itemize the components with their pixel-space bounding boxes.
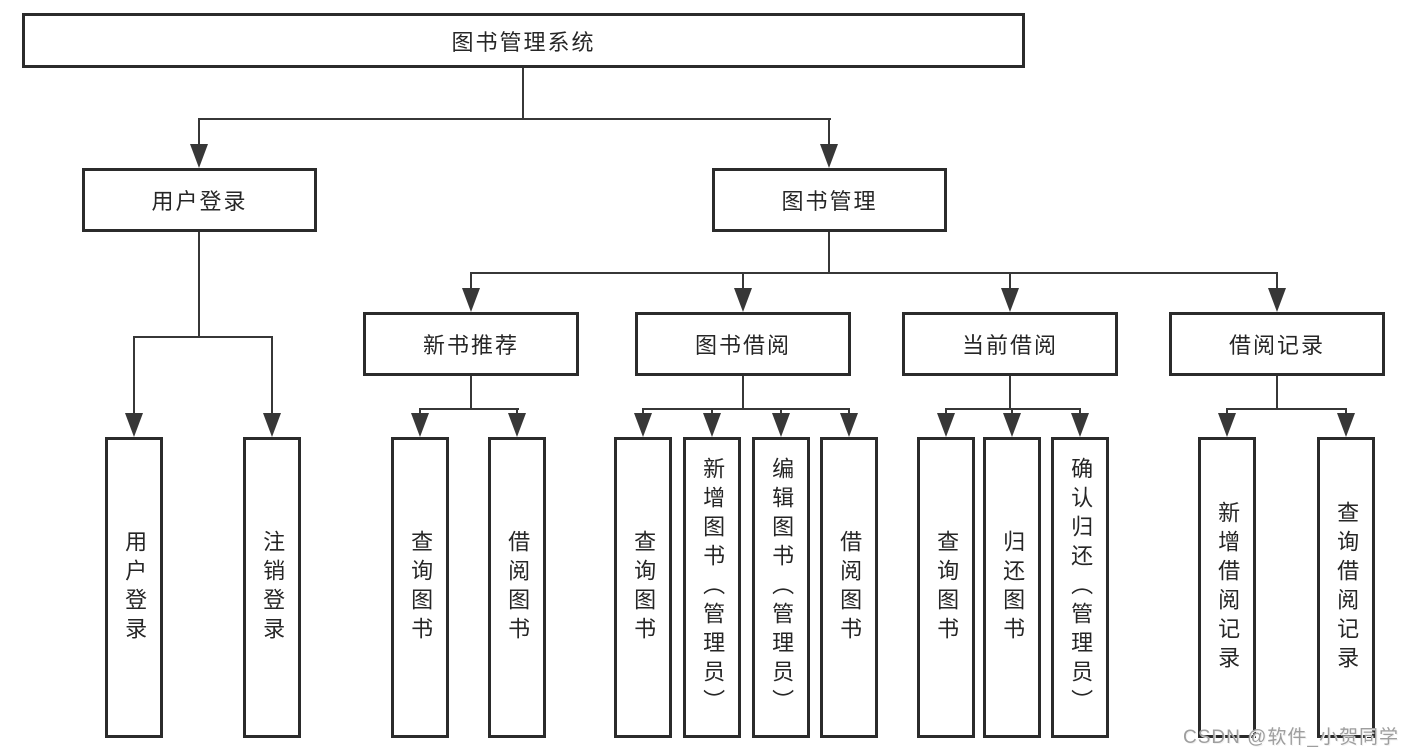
connector-line: [1276, 272, 1278, 292]
leaf-query-borrow-record: 查询借阅记录: [1317, 437, 1375, 738]
connector-line: [828, 118, 830, 150]
connector-line: [1009, 376, 1011, 410]
arrow-down-icon: [508, 413, 526, 437]
leaf-label: 查询借阅记录: [1334, 500, 1360, 675]
connector-line: [198, 118, 200, 150]
arrow-down-icon: [703, 413, 721, 437]
leaf-label: 查询图书: [408, 529, 434, 646]
arrow-down-icon: [772, 413, 790, 437]
leaf-query-books-current: 查询图书: [917, 437, 975, 738]
node-book-borrowing: 图书借阅: [635, 312, 851, 376]
connector-line: [1226, 408, 1347, 410]
node-label: 图书管理系统: [451, 29, 596, 55]
arrow-down-icon: [411, 413, 429, 437]
leaf-confirm-return-admin: 确认归还（管理员）: [1051, 437, 1109, 738]
leaf-label: 借阅图书: [837, 529, 863, 646]
connector-line: [945, 408, 1081, 410]
connector-line: [470, 376, 472, 410]
arrow-down-icon: [462, 288, 480, 312]
connector-line: [419, 408, 519, 410]
node-label: 用户登录: [151, 189, 248, 214]
leaf-label: 归还图书: [1000, 529, 1026, 646]
leaf-label: 借阅图书: [505, 529, 531, 646]
node-borrowing-records: 借阅记录: [1169, 312, 1385, 376]
leaf-query-books-recommend: 查询图书: [391, 437, 449, 738]
arrow-down-icon: [820, 144, 838, 168]
connector-line: [742, 376, 744, 410]
leaf-add-book-admin: 新增图书（管理员）: [683, 437, 741, 738]
connector-line: [1276, 376, 1278, 410]
arrow-down-icon: [634, 413, 652, 437]
leaf-label: 注销登录: [260, 529, 286, 646]
node-new-book-recommendation: 新书推荐: [363, 312, 579, 376]
arrow-down-icon: [1268, 288, 1286, 312]
node-label: 借阅记录: [1228, 333, 1325, 358]
connector-line: [133, 336, 135, 418]
connector-line: [742, 272, 744, 292]
leaf-add-borrow-record: 新增借阅记录: [1198, 437, 1256, 738]
connector-line: [470, 272, 472, 292]
connector-line: [1009, 272, 1011, 292]
node-book-management: 图书管理: [712, 168, 947, 232]
connector-line: [828, 232, 830, 272]
connector-line: [522, 68, 524, 118]
leaf-borrow-books-recommend: 借阅图书: [488, 437, 546, 738]
arrow-down-icon: [263, 413, 281, 437]
node-library-management-system: 图书管理系统: [22, 13, 1025, 68]
connector-line: [271, 336, 273, 418]
arrow-down-icon: [840, 413, 858, 437]
leaf-label: 新增图书（管理员）: [700, 457, 726, 718]
leaf-query-books-borrowing: 查询图书: [614, 437, 672, 738]
connector-line: [198, 232, 200, 338]
node-label: 当前借阅: [961, 333, 1058, 358]
arrow-down-icon: [1001, 288, 1019, 312]
arrow-down-icon: [734, 288, 752, 312]
leaf-return-book: 归还图书: [983, 437, 1041, 738]
leaf-label: 用户登录: [122, 529, 148, 646]
connector-line: [642, 408, 850, 410]
leaf-label: 查询图书: [934, 529, 960, 646]
node-label: 图书管理: [781, 189, 878, 214]
arrow-down-icon: [937, 413, 955, 437]
leaf-logout: 注销登录: [243, 437, 301, 738]
csdn-watermark: CSDN @软件_小贺同学: [1183, 727, 1399, 747]
node-label: 新书推荐: [422, 333, 519, 358]
arrow-down-icon: [1003, 413, 1021, 437]
arrow-down-icon: [1218, 413, 1236, 437]
leaf-borrow-books-borrowing: 借阅图书: [820, 437, 878, 738]
node-label: 图书借阅: [694, 333, 791, 358]
connector-line: [198, 118, 831, 120]
leaf-user-login: 用户登录: [105, 437, 163, 738]
arrow-down-icon: [190, 144, 208, 168]
leaf-label: 确认归还（管理员）: [1068, 457, 1094, 718]
node-current-borrowing: 当前借阅: [902, 312, 1118, 376]
leaf-label: 新增借阅记录: [1215, 500, 1241, 675]
leaf-label: 查询图书: [631, 529, 657, 646]
node-user-login: 用户登录: [82, 168, 317, 232]
leaf-label: 编辑图书（管理员）: [769, 457, 795, 718]
connector-line: [470, 272, 1278, 274]
arrow-down-icon: [1071, 413, 1089, 437]
leaf-edit-book-admin: 编辑图书（管理员）: [752, 437, 810, 738]
arrow-down-icon: [1337, 413, 1355, 437]
arrow-down-icon: [125, 413, 143, 437]
connector-line: [133, 336, 273, 338]
